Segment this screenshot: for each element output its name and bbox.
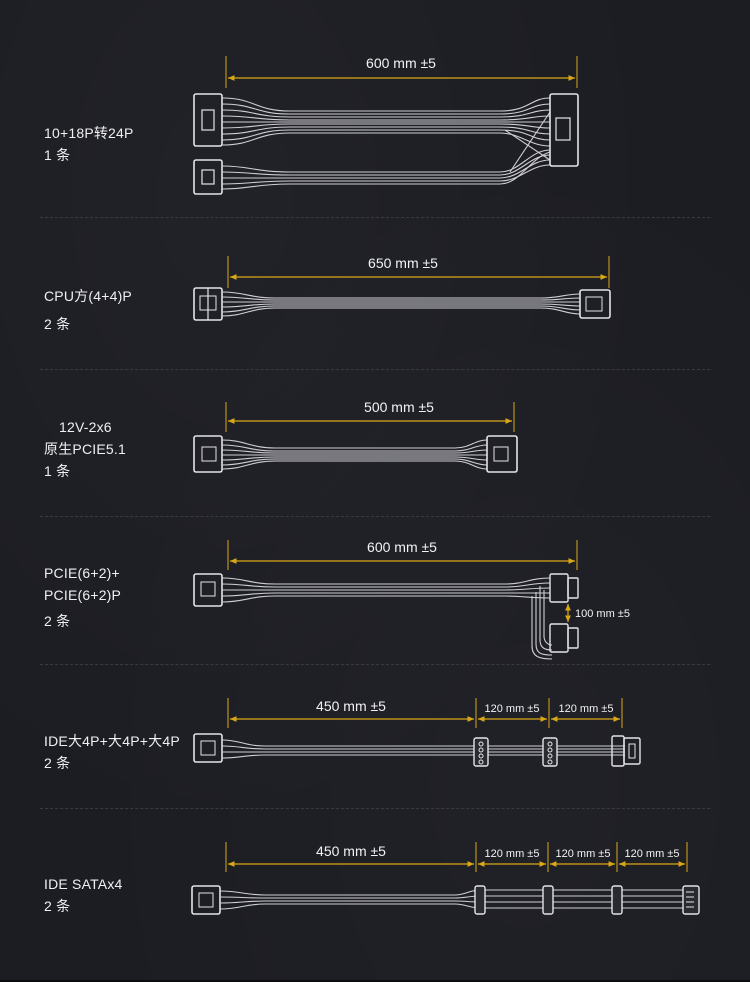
- cable-12v2x6-dimension: 500 mm ±5: [225, 399, 515, 432]
- cable-pcie-drawing: 100 mm ±5: [193, 573, 630, 660]
- cable-name: PCIE(6+2)+: [44, 565, 120, 581]
- cable-12v2x6-drawing: [193, 435, 518, 473]
- section-divider: [40, 664, 710, 665]
- dimension-label: 100 mm ±5: [575, 608, 630, 620]
- bottom-edge: [0, 980, 750, 982]
- cable-pcie-dimension: 600 mm ±5: [227, 539, 578, 570]
- section-divider: [40, 369, 710, 370]
- cable-name: 12V-2x6: [59, 419, 112, 435]
- dimension-label: 120 mm ±5: [485, 848, 540, 860]
- cable-label-12v2x6: 12V-2x6 原生PCIE5.1 1 条: [44, 416, 126, 482]
- dimension-label: 650 mm ±5: [368, 255, 438, 271]
- cable-name: 10+18P转24P: [44, 125, 134, 141]
- cable-label-24p: 10+18P转24P 1 条: [44, 122, 134, 166]
- cable-count: 1 条: [44, 463, 71, 479]
- dimension-label: 600 mm ±5: [367, 539, 437, 555]
- cable-24p-dimension: 600 mm ±5: [225, 55, 578, 88]
- cable-name-line2: PCIE(6+2)P: [44, 587, 122, 603]
- dimension-label: 500 mm ±5: [364, 399, 434, 415]
- cable-label-pcie: PCIE(6+2)+ PCIE(6+2)P 2 条: [44, 562, 121, 632]
- cable-count: 2 条: [44, 613, 71, 629]
- cable-cpu-drawing: [193, 287, 611, 321]
- cable-name: IDE SATAx4: [44, 876, 123, 892]
- cable-name: CPU方(4+4)P: [44, 288, 132, 304]
- cable-label-cpu: CPU方(4+4)P 2 条: [44, 282, 132, 338]
- cable-name-line2: 原生PCIE5.1: [44, 441, 126, 457]
- cable-count: 2 条: [44, 755, 71, 771]
- cable-name: IDE大4P+大4P+大4P: [44, 733, 180, 749]
- cable-count: 2 条: [44, 898, 71, 914]
- cable-24p-drawing: [193, 93, 579, 195]
- cable-count: 1 条: [44, 147, 71, 163]
- dimension-label: 120 mm ±5: [485, 703, 540, 715]
- cable-label-ide: IDE大4P+大4P+大4P 2 条: [44, 730, 180, 774]
- cable-sata-dimension: 450 mm ±5 120 mm ±5 120 mm ±5 120 mm ±5: [225, 842, 688, 872]
- cable-label-sata: IDE SATAx4 2 条: [44, 873, 123, 917]
- cable-cpu-dimension: 650 mm ±5: [227, 255, 610, 288]
- dimension-label: 120 mm ±5: [556, 848, 611, 860]
- dimension-label: 450 mm ±5: [316, 843, 386, 859]
- cable-ide-drawing: [193, 733, 641, 767]
- cable-sata-drawing: [191, 885, 700, 915]
- dimension-label: 450 mm ±5: [316, 698, 386, 714]
- section-divider: [40, 217, 710, 218]
- section-divider: [40, 808, 710, 809]
- cable-count: 2 条: [44, 316, 71, 332]
- cable-ide-dimension: 450 mm ±5 120 mm ±5 120 mm ±5: [227, 698, 623, 728]
- section-divider: [40, 516, 710, 517]
- dimension-label: 120 mm ±5: [625, 848, 680, 860]
- dimension-label: 120 mm ±5: [559, 703, 614, 715]
- dimension-label: 600 mm ±5: [366, 55, 436, 71]
